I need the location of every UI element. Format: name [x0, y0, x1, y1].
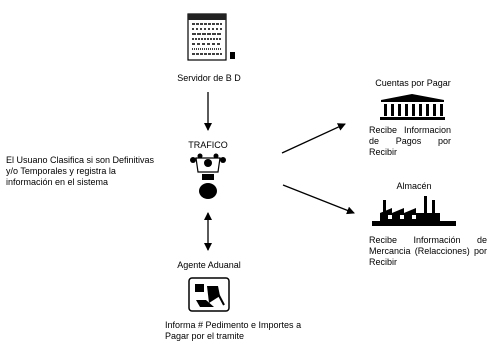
trafico-label: TRAFICO — [188, 140, 228, 150]
traffic-controller-icon — [190, 153, 226, 199]
customs-agent-icon — [188, 277, 230, 312]
server-label: Servidor de B D — [177, 73, 241, 83]
cuentas-label: Cuentas por Pagar — [375, 78, 451, 88]
server-icon — [187, 13, 235, 61]
informa-note: Informa # Pedimento e Importes a Pagar p… — [165, 320, 302, 341]
arrow-trafico-to-cuentas — [281, 123, 346, 154]
warehouse-factory-icon — [372, 196, 456, 226]
bank-building-icon — [380, 94, 445, 120]
cuentas-description: Recibe Informacion de Pagos por Recibir — [369, 125, 451, 157]
almacen-description: Recibe Información de Mercancia (Relacci… — [369, 235, 487, 267]
almacen-label: Almacén — [396, 181, 432, 191]
usuario-note: El Usuano Clasifica si son Definitivas y… — [6, 155, 155, 187]
agente-label: Agente Aduanal — [177, 260, 241, 270]
arrow-trafico-to-almacen — [282, 184, 355, 215]
